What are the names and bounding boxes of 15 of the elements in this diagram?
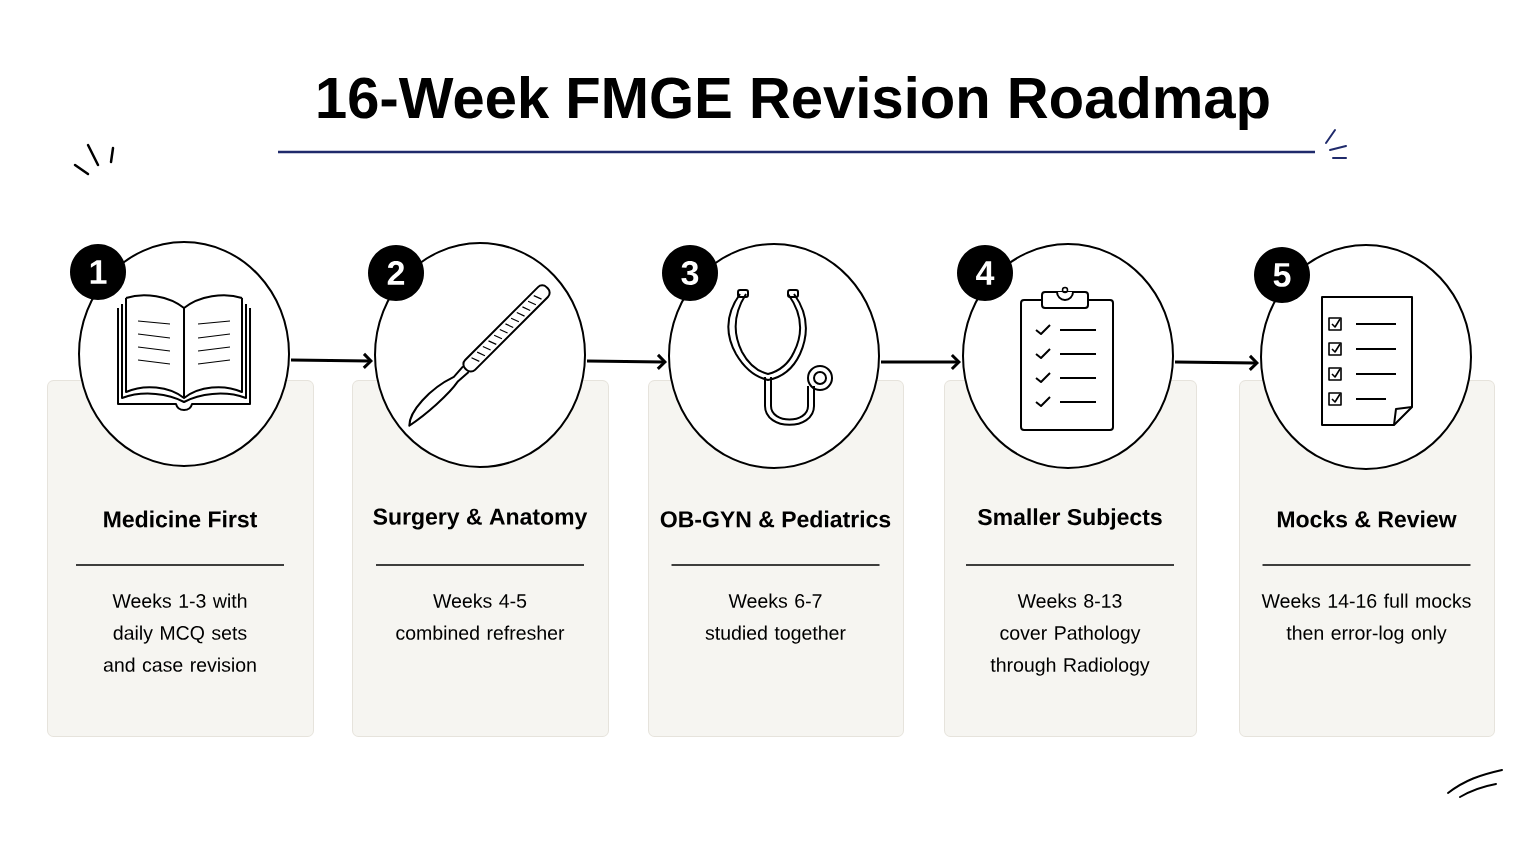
step-number-badge: 5 — [1254, 247, 1310, 303]
step-number-badge: 2 — [368, 245, 424, 301]
arrow — [291, 352, 373, 369]
arrow — [587, 353, 667, 370]
arrow — [1175, 354, 1259, 371]
title: 16-Week FMGE Revision Roadmap — [318, 75, 1269, 130]
icon-circle — [962, 243, 1174, 469]
icon-circle — [668, 243, 880, 469]
arrow — [881, 353, 961, 371]
step-number-badge: 1 — [70, 244, 126, 300]
icon-circle — [78, 241, 290, 467]
icon-circle — [1260, 244, 1472, 470]
step-number-badge: 4 — [957, 245, 1013, 301]
icon-circle — [374, 242, 586, 468]
step-number-badge: 3 — [662, 245, 718, 301]
